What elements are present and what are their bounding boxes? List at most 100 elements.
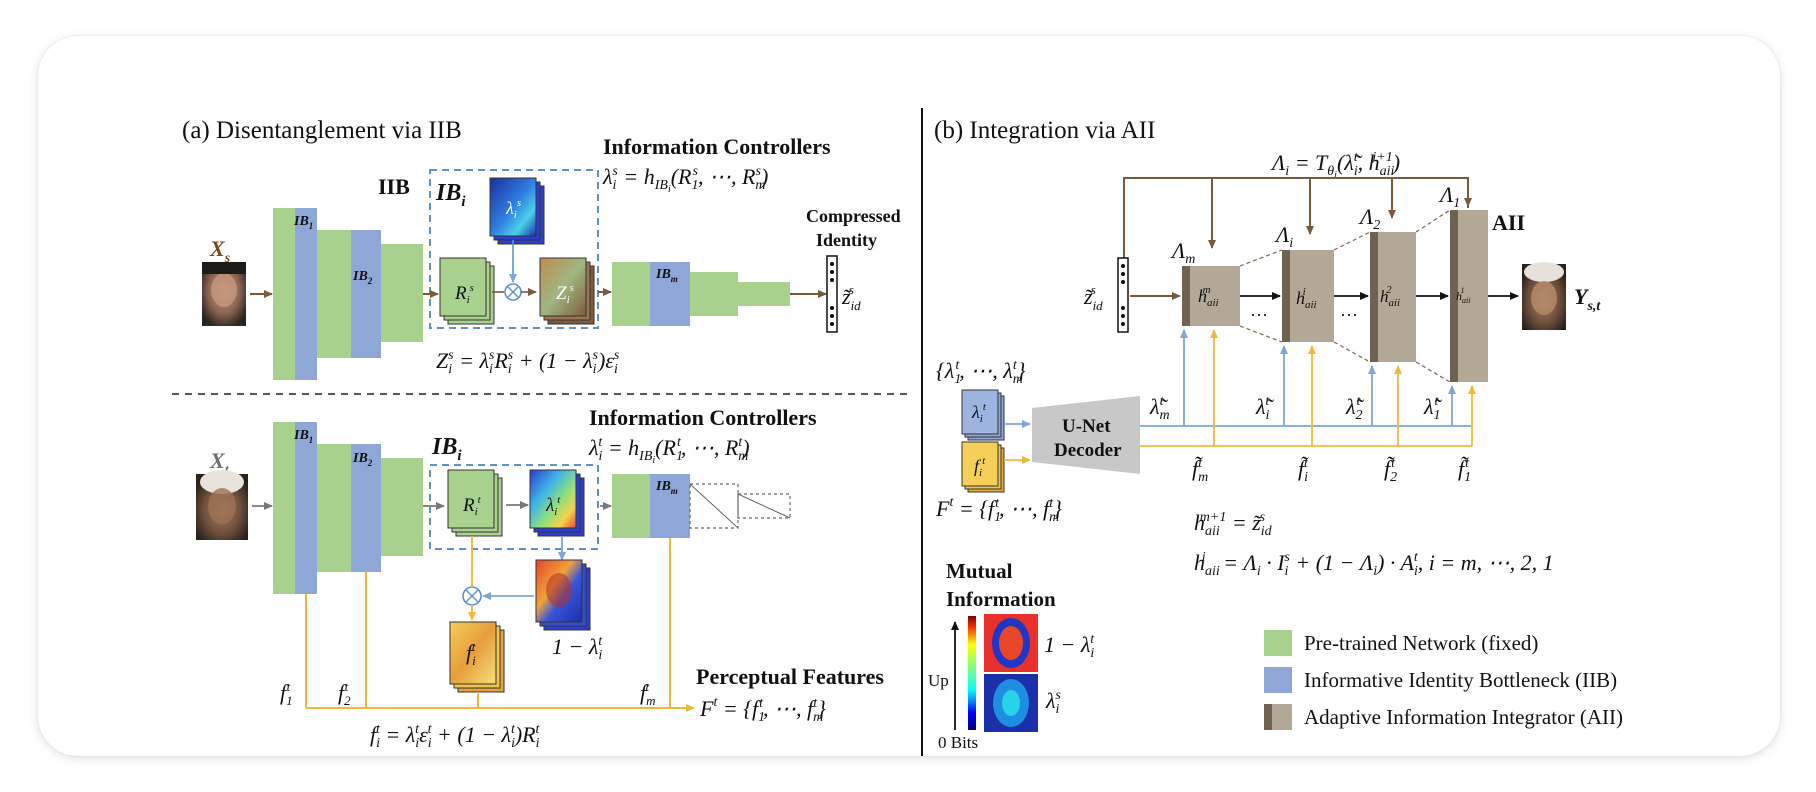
unet-label-2: Decoder (1054, 440, 1122, 461)
mutual-info-label-2: Information (946, 587, 1056, 611)
z-id-s-label: z̃ids (841, 282, 861, 313)
pretrained-block-3-bottom (381, 458, 423, 556)
fm-label: fmt (640, 679, 656, 708)
f-t-block (449, 621, 505, 693)
lambda-tilde-2-label: λ̃2t (1345, 394, 1365, 423)
lambda-s-equation: λis = hIBi(R1s, ⋯, Rms) (602, 164, 768, 195)
pretrained-block-2 (317, 230, 351, 358)
lambda-2-label: Λ2 (1358, 204, 1380, 233)
compressed-identity-vector (826, 255, 838, 333)
f-tilde-i-label: f̃it (1298, 456, 1309, 485)
perceptual-features-label: Perceptual Features (696, 664, 884, 689)
dots-1: … (1250, 300, 1268, 320)
ibm-block (650, 262, 690, 326)
ibm-label: IBm (655, 267, 678, 284)
f-set-equation: Ft = {f1t, ⋯, fmt} (935, 495, 1062, 525)
r-s-block (439, 257, 495, 325)
info-controllers-top: Information Controllers (603, 134, 831, 159)
z-s-label: Zis (556, 282, 574, 306)
ib2-label: IB2 (352, 269, 373, 286)
perceptual-feature-lines (305, 538, 695, 712)
z-id-s-label-b: z̃ids (1083, 282, 1103, 313)
lambda-routing-lines (1123, 177, 1472, 260)
lambda-tilde-m-label: λ̃mt (1149, 394, 1170, 423)
lambda-t-heatmap (529, 469, 585, 537)
f-tilde-2-label: f̃2t (1384, 456, 1397, 485)
ibm-label-bottom: IBm (655, 479, 678, 496)
z-equation: Zis = λisRis + (1 − λis)εis (436, 348, 620, 377)
iib-label: IIB (378, 174, 410, 199)
z-id-vector-b (1117, 257, 1129, 333)
lambda-set-label: {λ1t, ⋯, λmt} (936, 358, 1026, 387)
legend-swatch (1264, 667, 1292, 693)
lambda-t-input-label: λit (971, 401, 987, 425)
ib1-block (295, 208, 317, 380)
unused-dashed-blocks (689, 483, 791, 529)
ib-i-label-bottom: IBi (431, 434, 462, 464)
pretrained-block-1 (273, 208, 295, 380)
pretrained-block-2-bottom (317, 444, 351, 572)
h-init-equation: haiim+1 = z̃ids (1194, 510, 1273, 539)
unet-label-1: U-Net (1062, 416, 1111, 437)
lambda-1-label: Λ1 (1438, 182, 1460, 211)
aii-block-m (1182, 266, 1240, 326)
one-minus-lambda-label: 1 − λit (552, 634, 603, 663)
legend-label: Adaptive Information Integrator (AII) (1304, 705, 1623, 729)
aii-label: AII (1492, 210, 1525, 235)
ib2-block-bottom (351, 444, 381, 572)
feature-tilde-lines (1140, 329, 1476, 447)
lambda-t-map-label: λit (545, 494, 561, 518)
f-t-input-label: fit (974, 455, 986, 479)
ibm-block-bottom (650, 474, 690, 538)
info-controllers-bottom: Information Controllers (589, 405, 817, 430)
mi-map-one-minus-lambda (984, 614, 1038, 672)
colorbar (968, 616, 976, 730)
figure-card (38, 36, 1780, 756)
lambda-t-input-block (961, 389, 1005, 441)
up-label: Up (928, 671, 949, 690)
lambda-tilde-1-label: λ̃1t (1423, 394, 1443, 423)
f1-label: f1t (280, 679, 293, 708)
r-t-block (447, 469, 503, 537)
one-minus-lambda-heatmap (535, 559, 591, 631)
legend-swatch (1264, 630, 1292, 656)
legend-label: Pre-trained Network (fixed) (1304, 631, 1538, 655)
aii-block-1 (1450, 210, 1488, 382)
ys-label: Ys,t (1574, 284, 1601, 314)
mi-lambda-s-label: λis (1045, 688, 1061, 717)
ib-i-label-top: IBi (435, 180, 466, 210)
ib2-label-bottom: IB2 (352, 451, 373, 468)
lambda-i-label: Λi (1274, 222, 1293, 251)
pretrained-block-4-bottom (612, 474, 650, 538)
aii-block-i (1282, 250, 1334, 342)
f-equation: fit = λitεit + (1 − λit)Rit (370, 722, 541, 751)
legend-label: Informative Identity Bottleneck (IIB) (1304, 668, 1617, 692)
lambda-t-equation: λit = hIBi(R1t, ⋯, Rmt) (588, 435, 750, 466)
f2-label: f2t (338, 679, 351, 708)
panel-a-title: (a) Disentanglement via IIB (182, 117, 462, 144)
source-face-image (202, 262, 246, 326)
pretrained-block-1-bottom (273, 422, 295, 594)
lambda-s-heatmap (489, 177, 545, 245)
zero-bits-label: 0 Bits (938, 733, 978, 752)
target-face-image (196, 470, 248, 540)
compressed-label-1: Compressed (806, 206, 901, 226)
aii-block-2 (1370, 232, 1416, 362)
lambda-tilde-lines (1140, 329, 1472, 427)
compressed-label-2: Identity (816, 230, 877, 250)
pretrained-block-4 (612, 262, 650, 326)
legend-swatch (1272, 704, 1292, 730)
panel-b-title: (b) Integration via AII (934, 117, 1155, 144)
legend: Pre-trained Network (fixed) Informative I… (1264, 630, 1623, 730)
mi-one-minus-lambda-label: 1 − λit (1044, 632, 1095, 661)
ib1-block-bottom (295, 422, 317, 594)
f-tilde-1-label: f̃1t (1458, 456, 1471, 485)
pretrained-block-3 (381, 244, 423, 342)
pretrained-block-6 (738, 282, 790, 306)
output-face-image (1522, 262, 1566, 330)
lambda-s-map-label: λis (505, 197, 521, 221)
xs-label: Xs (209, 236, 231, 266)
lambda-tilde-i-label: λ̃it (1255, 394, 1275, 423)
